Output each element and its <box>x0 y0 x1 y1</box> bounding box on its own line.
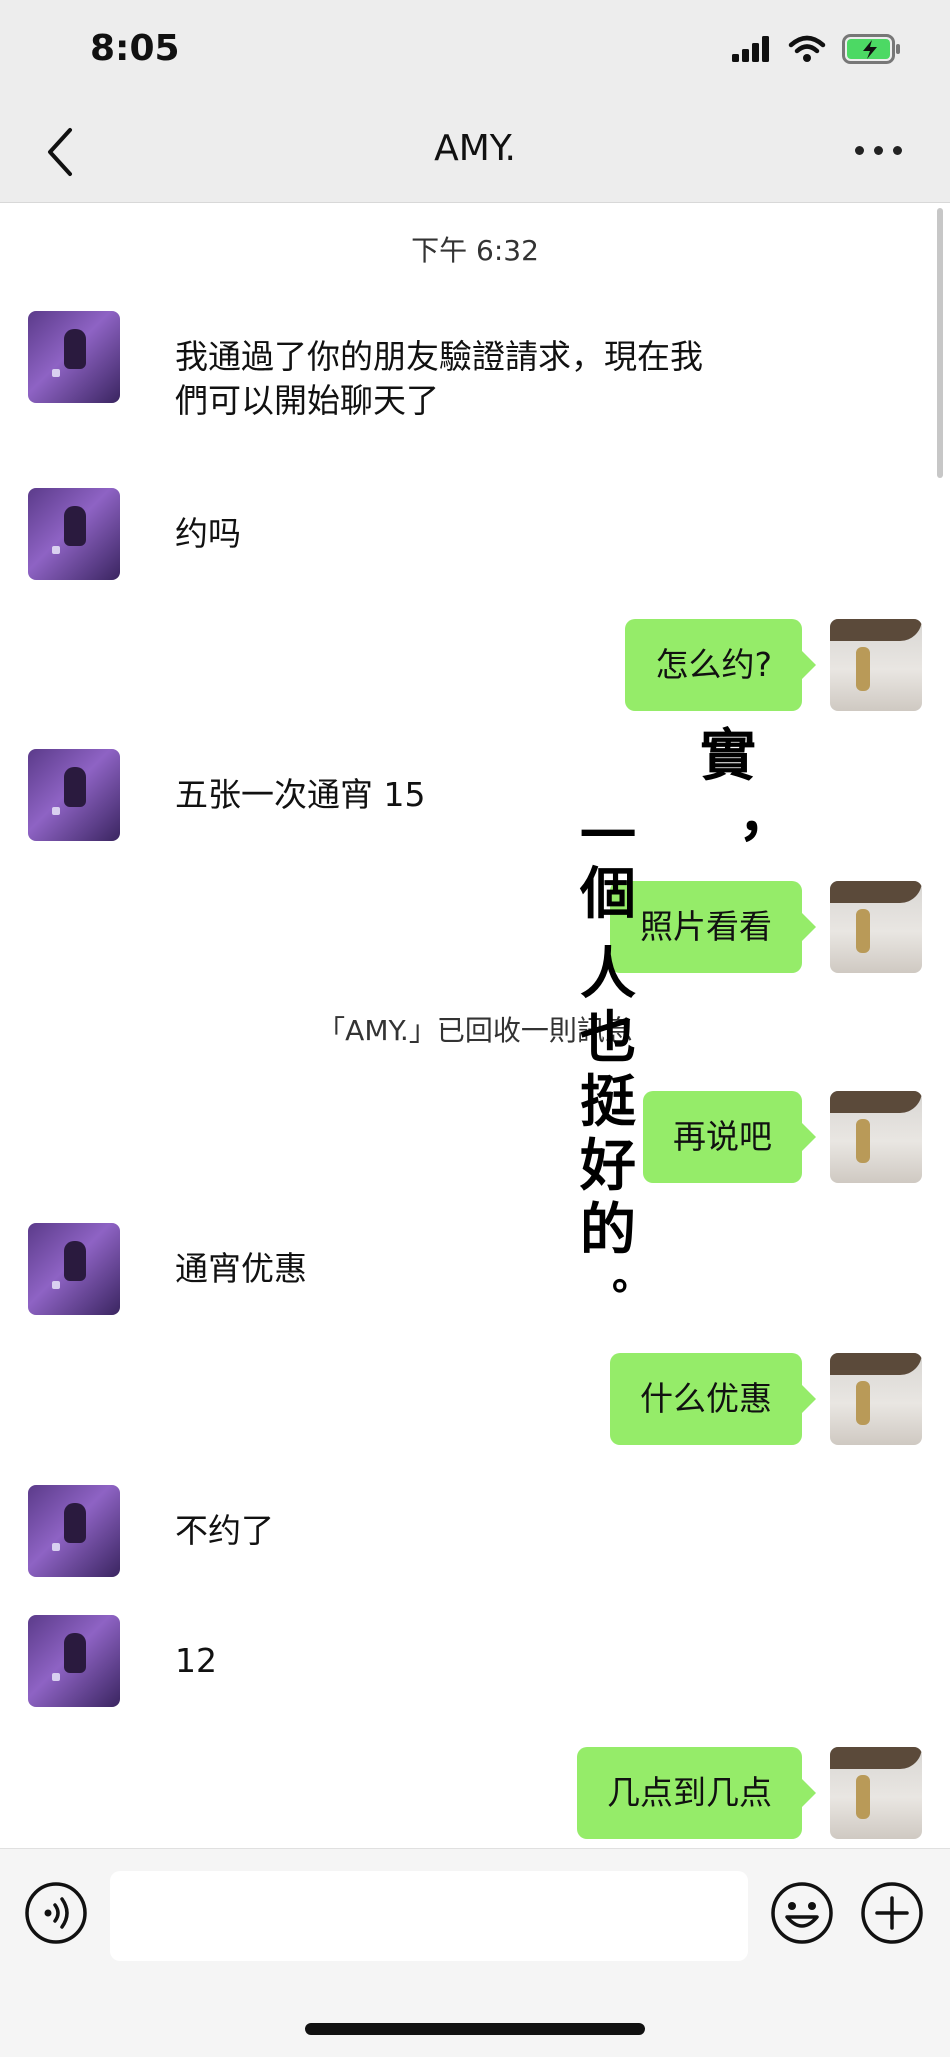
message-text: 五张一次通宵 15 <box>175 775 426 814</box>
overlay-char: ， <box>738 783 794 849</box>
status-time: 8:05 <box>90 28 180 69</box>
message-bubble[interactable]: 怎么约? <box>625 619 816 711</box>
user-avatar[interactable] <box>830 1747 922 1839</box>
signal-icon <box>732 36 769 62</box>
overlay-char: 好 <box>580 1133 636 1199</box>
contact-avatar[interactable] <box>28 749 120 841</box>
battery-charging-icon <box>842 34 900 64</box>
plus-icon[interactable] <box>860 1881 924 1945</box>
message-text: 我通過了你的朋友驗證請求，現在我 們可以開始聊天了 <box>175 337 703 420</box>
back-chevron-icon[interactable] <box>40 122 80 182</box>
voice-input-icon[interactable] <box>24 1881 88 1945</box>
chat-title: AMY. <box>434 128 516 169</box>
message-text: 约吗 <box>175 514 241 553</box>
overlay-char: 挺 <box>580 1069 636 1135</box>
message-bubble[interactable]: 照片看看 <box>610 881 816 973</box>
overlay-char: 個 <box>580 861 636 927</box>
message-text: 不约了 <box>175 1511 274 1550</box>
contact-avatar[interactable] <box>28 1223 120 1315</box>
message-bubble[interactable]: 几点到几点 <box>577 1747 816 1839</box>
overlay-char: 人 <box>580 941 636 1007</box>
overlay-char: 一 <box>580 803 636 869</box>
contact-avatar[interactable] <box>28 1615 120 1707</box>
message-text: 12 <box>175 1641 217 1680</box>
chat-scrollbar[interactable] <box>937 208 943 478</box>
contact-avatar[interactable] <box>28 311 120 403</box>
message-bubble[interactable]: 什么优惠 <box>610 1353 816 1445</box>
top-bar: 8:05 AMY. <box>0 0 950 203</box>
user-avatar[interactable] <box>830 881 922 973</box>
input-bar <box>0 1848 950 2057</box>
user-avatar[interactable] <box>830 1091 922 1183</box>
home-indicator[interactable] <box>305 2023 645 2035</box>
message-bubble[interactable]: 再说吧 <box>643 1091 816 1183</box>
overlay-char: 。 <box>612 1252 652 1299</box>
emoji-icon[interactable] <box>770 1881 834 1945</box>
chat-timestamp: 下午 6:32 <box>411 234 539 267</box>
message-input[interactable] <box>110 1871 748 1961</box>
overlay-char: 的 <box>580 1197 636 1263</box>
overlay-char: 實 <box>700 723 756 789</box>
recall-notice: 「AMY.」已回收一則訊息 <box>317 1014 633 1047</box>
more-options-icon[interactable] <box>855 146 902 155</box>
user-avatar[interactable] <box>830 619 922 711</box>
status-icons <box>732 34 902 64</box>
overlay-char: 也 <box>580 1005 636 1071</box>
contact-avatar[interactable] <box>28 1485 120 1577</box>
message-text: 通宵优惠 <box>175 1249 307 1288</box>
user-avatar[interactable] <box>830 1353 922 1445</box>
contact-avatar[interactable] <box>28 488 120 580</box>
wifi-icon <box>788 35 826 62</box>
chat-area[interactable]: 下午 6:32 我通過了你的朋友驗證請求，現在我 們可以開始聊天了 约吗 怎么约… <box>0 203 950 1848</box>
